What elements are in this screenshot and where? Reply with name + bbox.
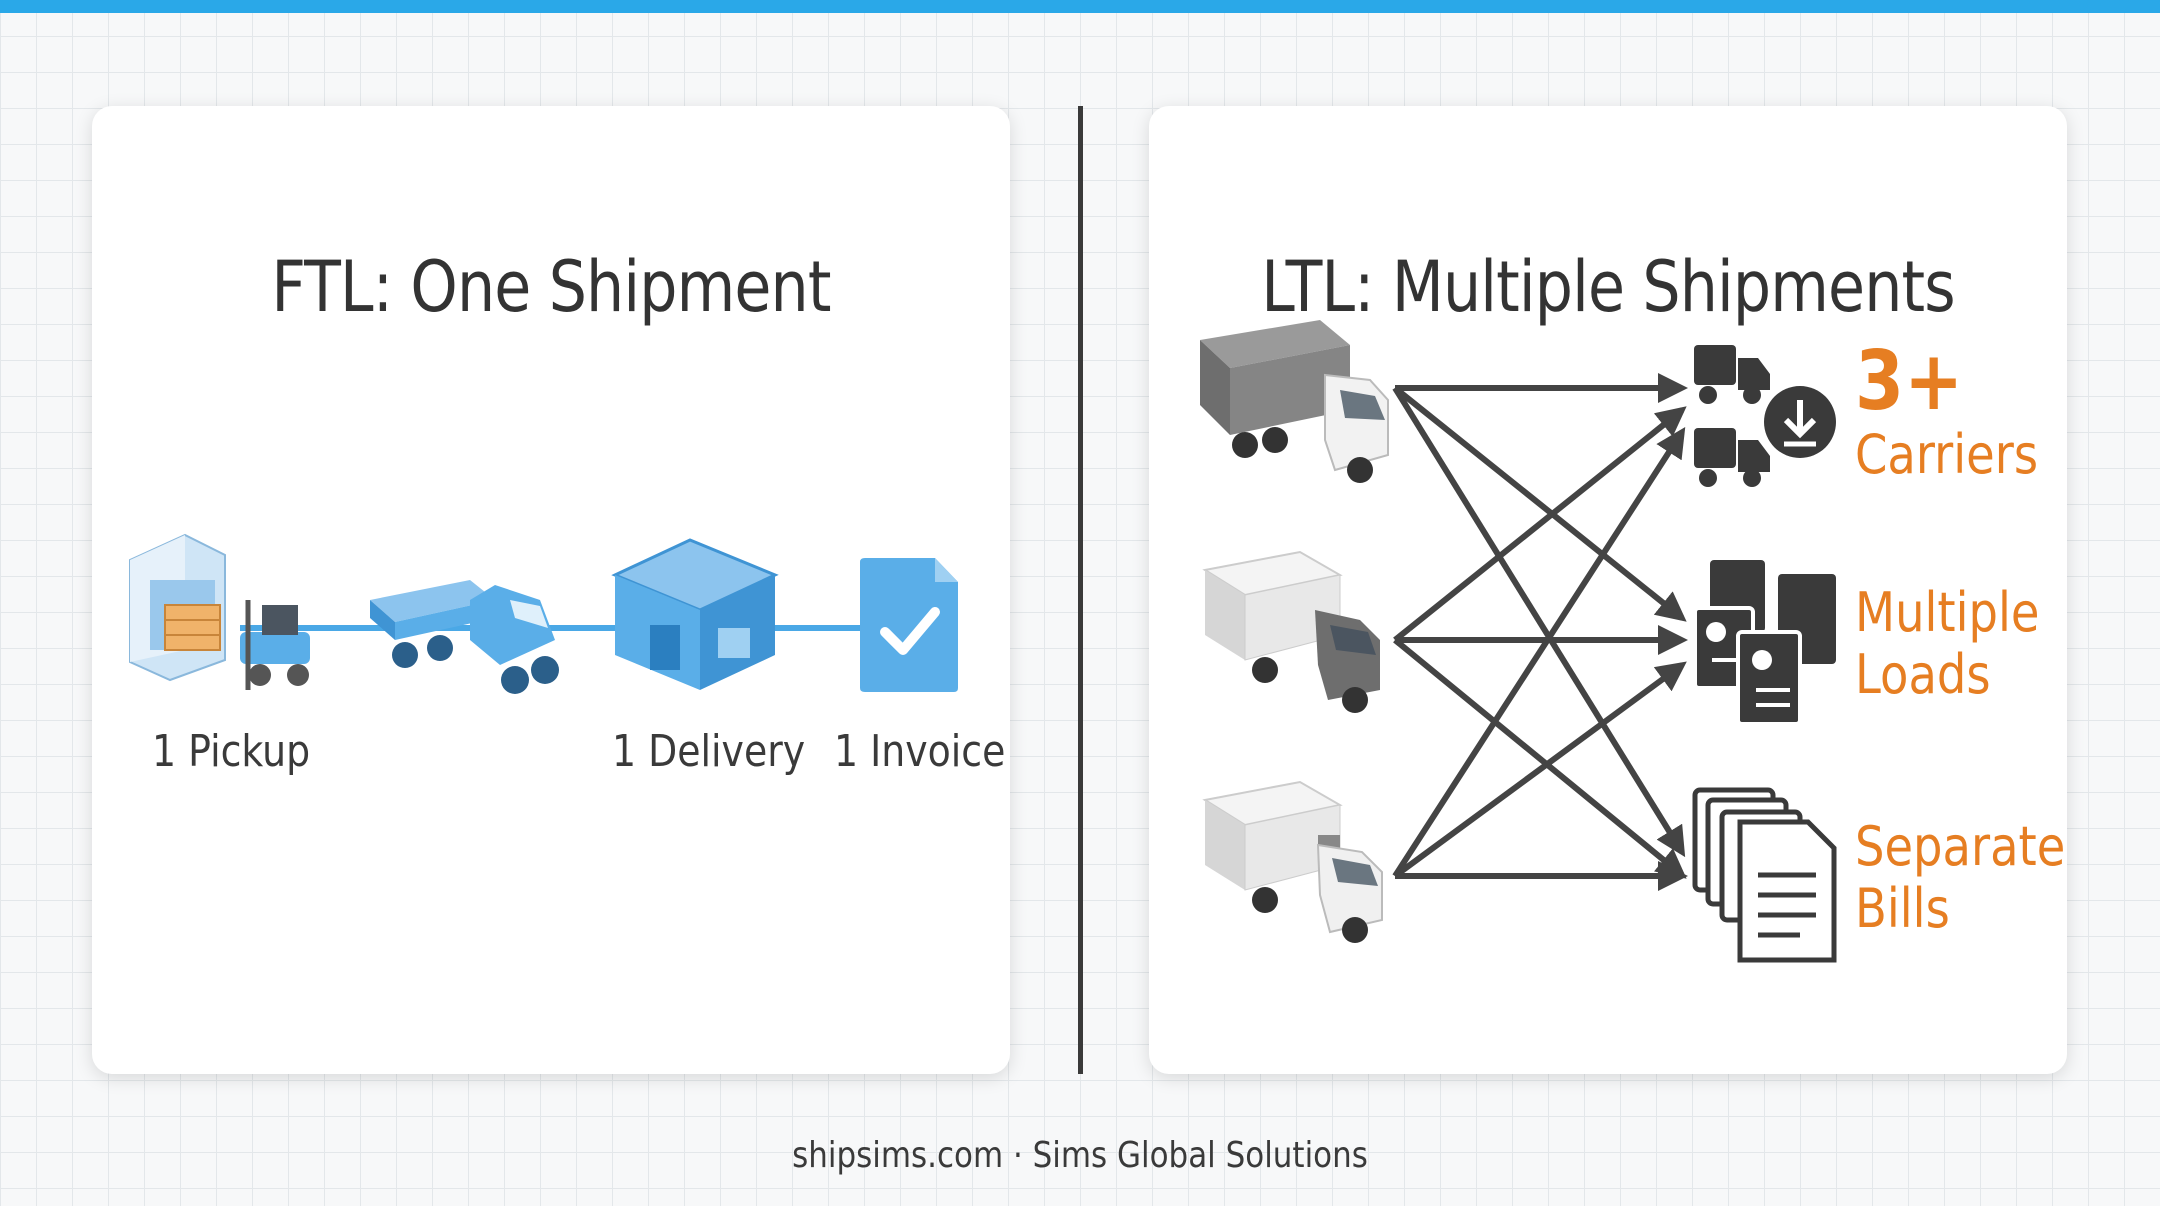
center-divider <box>1078 106 1083 1074</box>
stacked-bills-icon <box>1692 787 1837 963</box>
ltl-truck-3 <box>1202 780 1383 943</box>
separate-bills-line1: Separate <box>1855 815 2066 878</box>
ftl-panel: FTL: One Shipment <box>92 106 1010 1074</box>
footer-credit: shipsims.com · Sims Global Solutions <box>792 1135 1368 1176</box>
multiple-loads-line2: Loads <box>1855 643 1991 706</box>
invoice-check-icon <box>860 558 958 692</box>
warehouse-forklift-icon <box>129 533 310 690</box>
separate-bills-label: Separate Bills <box>1855 816 2065 940</box>
multiple-loads-line1: Multiple <box>1855 581 2040 644</box>
separate-bills-line2: Bills <box>1855 877 1950 940</box>
ltl-title: LTL: Multiple Shipments <box>1261 246 1955 328</box>
routing-arrows <box>1392 373 1688 891</box>
invoice-label: 1 Invoice <box>834 726 1006 777</box>
carriers-label: 3+ Carriers <box>1855 340 2038 486</box>
top-accent-bar <box>0 0 2160 13</box>
multiple-loads-label: Multiple Loads <box>1855 582 2039 706</box>
carriers-count: 3+ <box>1855 334 1964 429</box>
ltl-truck-1 <box>1200 320 1389 483</box>
carriers-text: Carriers <box>1855 423 2039 486</box>
carriers-icon <box>1694 345 1836 487</box>
flatbed-truck-icon <box>370 580 559 694</box>
ftl-title: FTL: One Shipment <box>271 246 831 328</box>
delivery-label: 1 Delivery <box>612 726 806 777</box>
ltl-truck-2 <box>1202 550 1380 713</box>
delivery-dock-icon <box>611 538 779 690</box>
pickup-label: 1 Pickup <box>152 726 311 777</box>
documents-gear-icon <box>1693 560 1836 726</box>
